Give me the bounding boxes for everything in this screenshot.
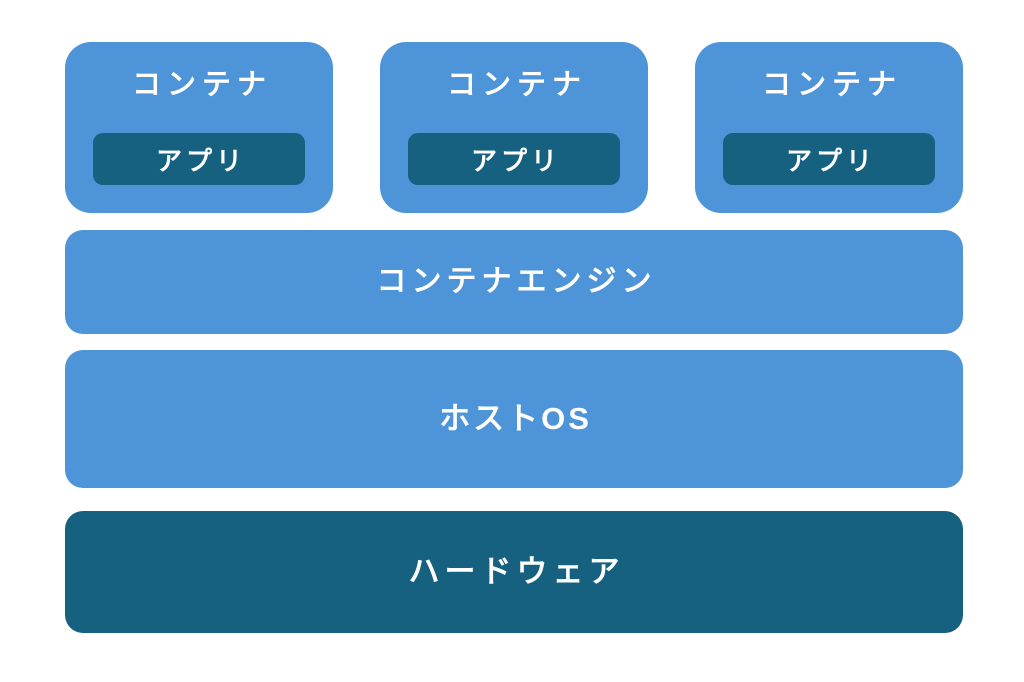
container-box-2: コンテナ アプリ (380, 42, 648, 213)
app-label-2: アプリ (470, 145, 561, 176)
app-box-3: アプリ (723, 133, 935, 185)
layer-hardware-label: ハードウェア (408, 554, 625, 590)
container-label-2: コンテナ (446, 69, 587, 101)
container-label-3: コンテナ (761, 69, 902, 101)
app-box-1: アプリ (93, 133, 305, 185)
app-box-2: アプリ (408, 133, 620, 185)
container-box-1: コンテナ アプリ (65, 42, 333, 213)
container-label-1: コンテナ (131, 69, 272, 101)
layer-hardware: ハードウェア (65, 511, 963, 633)
app-label-3: アプリ (785, 145, 876, 176)
containers-row: コンテナ アプリ コンテナ アプリ コンテナ アプリ (65, 42, 963, 213)
layer-host-os: ホストOS (65, 350, 963, 488)
layer-host-os-label: ホストOS (439, 401, 592, 437)
container-box-3: コンテナ アプリ (695, 42, 963, 213)
app-label-1: アプリ (155, 145, 246, 176)
layer-container-engine-label: コンテナエンジン (376, 265, 657, 298)
layer-container-engine: コンテナエンジン (65, 230, 963, 334)
